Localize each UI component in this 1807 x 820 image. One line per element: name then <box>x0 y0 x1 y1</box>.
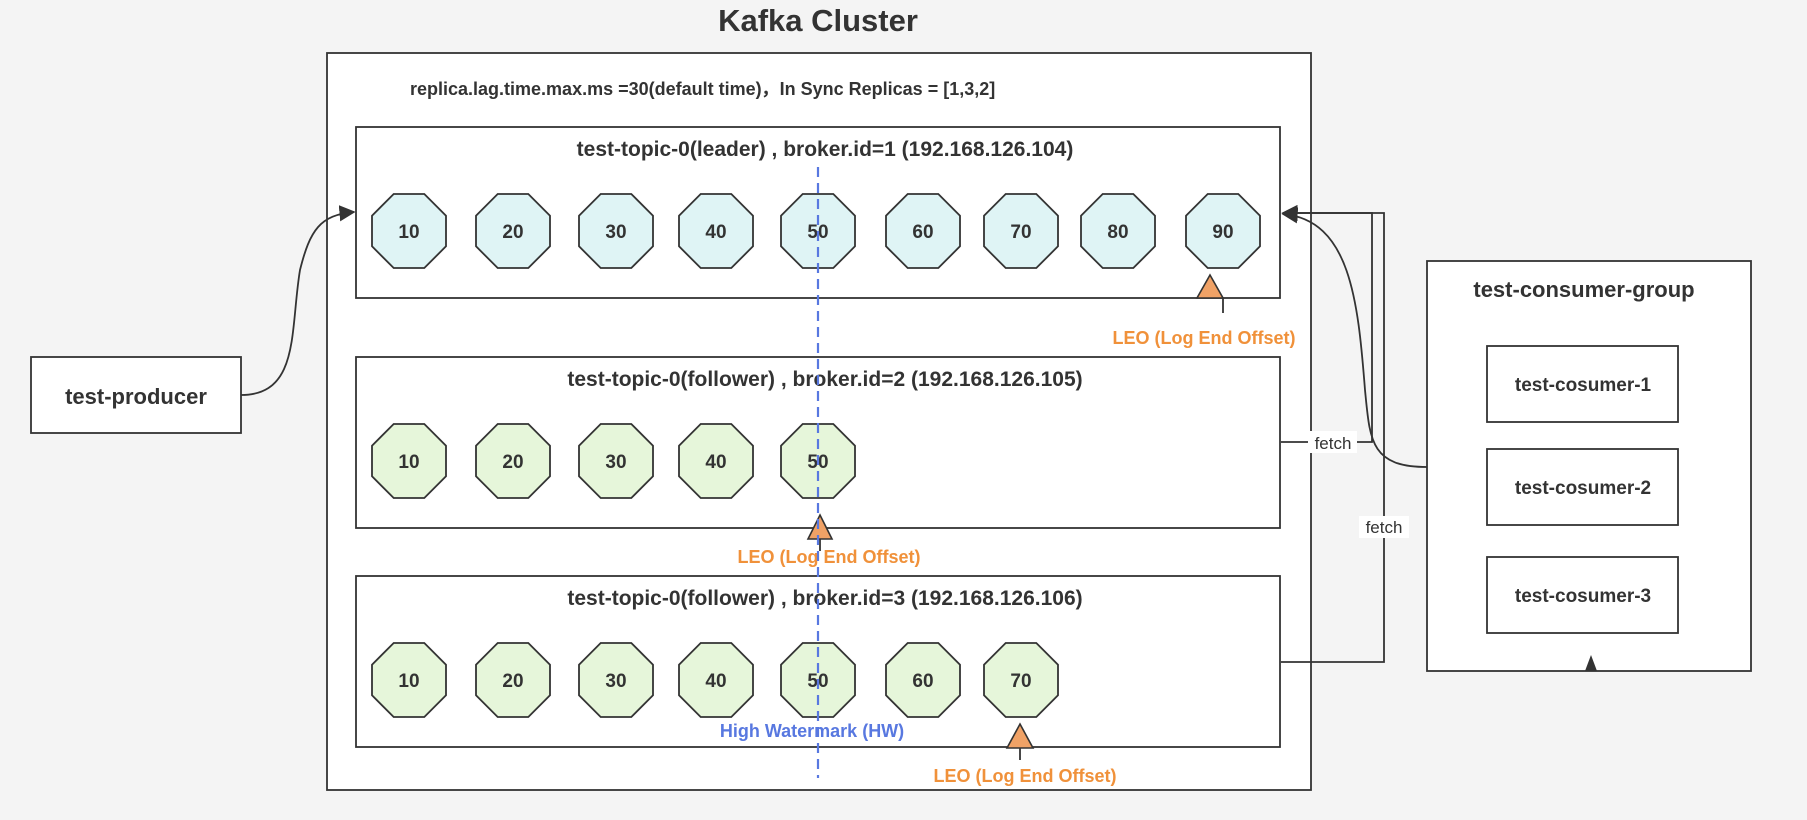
leo-marker-follower-2: LEO (Log End Offset) <box>738 513 921 567</box>
offset-value: 70 <box>1010 671 1031 692</box>
octagon-offset-icon <box>983 642 1059 718</box>
consumer-group-title: test-consumer-group <box>1473 277 1694 302</box>
producer-label: test-producer <box>65 384 207 409</box>
diagram-title: Kafka Cluster <box>718 3 918 38</box>
octagon-offset-icon <box>475 193 551 269</box>
offset-follower-3-5[interactable]: 60 <box>885 642 961 718</box>
partition-label-follower-2: test-topic-0(follower) , broker.id=2 (19… <box>567 368 1082 391</box>
octagon-offset-icon <box>678 193 754 269</box>
offset-value: 20 <box>502 452 523 473</box>
offset-follower-3-3[interactable]: 40 <box>678 642 754 718</box>
offset-follower-3-2[interactable]: 30 <box>578 642 654 718</box>
partition-label-follower-3: test-topic-0(follower) , broker.id=3 (19… <box>567 587 1082 610</box>
consumer-label: test-cosumer-1 <box>1515 375 1652 396</box>
offset-follower-3-1[interactable]: 20 <box>475 642 551 718</box>
offset-value: 90 <box>1212 222 1233 243</box>
octagon-offset-icon <box>983 193 1059 269</box>
offset-value: 40 <box>705 671 726 692</box>
fetch-label-bg-2 <box>1359 516 1409 538</box>
leo-label-follower-3: LEO (Log End Offset) <box>934 766 1117 786</box>
offset-value: 10 <box>398 671 419 692</box>
consumer-box <box>1486 556 1679 634</box>
offset-value: 20 <box>502 671 523 692</box>
cluster-config-text: replica.lag.time.max.ms =30(default time… <box>410 79 995 99</box>
partition-label-leader: test-topic-0(leader) , broker.id=1 (192.… <box>577 138 1074 161</box>
octagon-offset-icon <box>1080 193 1156 269</box>
leo-triangle-icon <box>1195 273 1225 299</box>
leo-label-leader: LEO (Log End Offset) <box>1113 328 1296 348</box>
offset-follower-2-3[interactable]: 40 <box>678 423 754 499</box>
offset-value: 80 <box>1107 222 1128 243</box>
arrowhead-icon <box>1585 655 1597 671</box>
high-watermark-label: High Watermark (HW) <box>720 721 904 741</box>
offset-leader-7[interactable]: 80 <box>1080 193 1156 269</box>
offset-leader-3[interactable]: 40 <box>678 193 754 269</box>
consumer-2[interactable]: test-cosumer-2 <box>1486 448 1679 526</box>
producer[interactable]: test-producer <box>30 356 242 434</box>
octagon-offset-icon <box>678 642 754 718</box>
offset-value: 70 <box>1010 222 1031 243</box>
offset-value: 40 <box>705 452 726 473</box>
offset-value: 20 <box>502 222 523 243</box>
offset-value: 60 <box>912 671 933 692</box>
fetch-label-1: fetch <box>1315 434 1352 453</box>
fetch-label-2: fetch <box>1366 518 1403 537</box>
octagon-offset-icon <box>1185 193 1261 269</box>
offset-leader-6[interactable]: 70 <box>983 193 1059 269</box>
offset-leader-1[interactable]: 20 <box>475 193 551 269</box>
fetch-label-bg-1 <box>1308 431 1357 453</box>
offset-leader-8[interactable]: 90 <box>1185 193 1261 269</box>
offset-follower-3-6[interactable]: 70 <box>983 642 1059 718</box>
leo-marker-follower-3: LEO (Log End Offset) <box>934 722 1117 786</box>
octagon-offset-icon <box>371 193 447 269</box>
offset-value: 60 <box>912 222 933 243</box>
octagon-offset-icon <box>578 423 654 499</box>
octagon-offset-icon <box>371 423 447 499</box>
octagon-offset-icon <box>578 193 654 269</box>
offset-value: 10 <box>398 222 419 243</box>
offset-leader-5[interactable]: 60 <box>885 193 961 269</box>
octagon-offset-icon <box>578 642 654 718</box>
octagon-offset-icon <box>475 642 551 718</box>
offset-follower-2-1[interactable]: 20 <box>475 423 551 499</box>
consumer-box <box>1486 345 1679 423</box>
offset-value: 30 <box>605 671 626 692</box>
consumer-label: test-cosumer-2 <box>1515 478 1651 499</box>
producer-to-leader-arrow <box>240 205 356 396</box>
offset-leader-0[interactable]: 10 <box>371 193 447 269</box>
consumer-group[interactable]: test-consumer-group test-cosumer-1 test-… <box>1426 260 1752 672</box>
octagon-offset-icon <box>885 193 961 269</box>
consumer-3[interactable]: test-cosumer-3 <box>1486 556 1679 634</box>
offset-follower-2-0[interactable]: 10 <box>371 423 447 499</box>
octagon-offset-icon <box>885 642 961 718</box>
consumer-1[interactable]: test-cosumer-1 <box>1486 345 1679 423</box>
consumer-label: test-cosumer-3 <box>1515 586 1651 607</box>
offset-leader-2[interactable]: 30 <box>578 193 654 269</box>
offset-follower-3-0[interactable]: 10 <box>371 642 447 718</box>
offset-value: 10 <box>398 452 419 473</box>
offset-value: 30 <box>605 452 626 473</box>
fetch-connector-follower-3 <box>1281 204 1385 663</box>
octagon-offset-icon <box>475 423 551 499</box>
offset-value: 30 <box>605 222 626 243</box>
leo-marker-leader: LEO (Log End Offset) <box>1113 273 1296 348</box>
octagon-offset-icon <box>678 423 754 499</box>
octagon-offset-icon <box>371 642 447 718</box>
consumer-box <box>1486 448 1679 526</box>
leo-label-follower-2: LEO (Log End Offset) <box>738 547 921 567</box>
offset-follower-2-2[interactable]: 30 <box>578 423 654 499</box>
offset-value: 40 <box>705 222 726 243</box>
